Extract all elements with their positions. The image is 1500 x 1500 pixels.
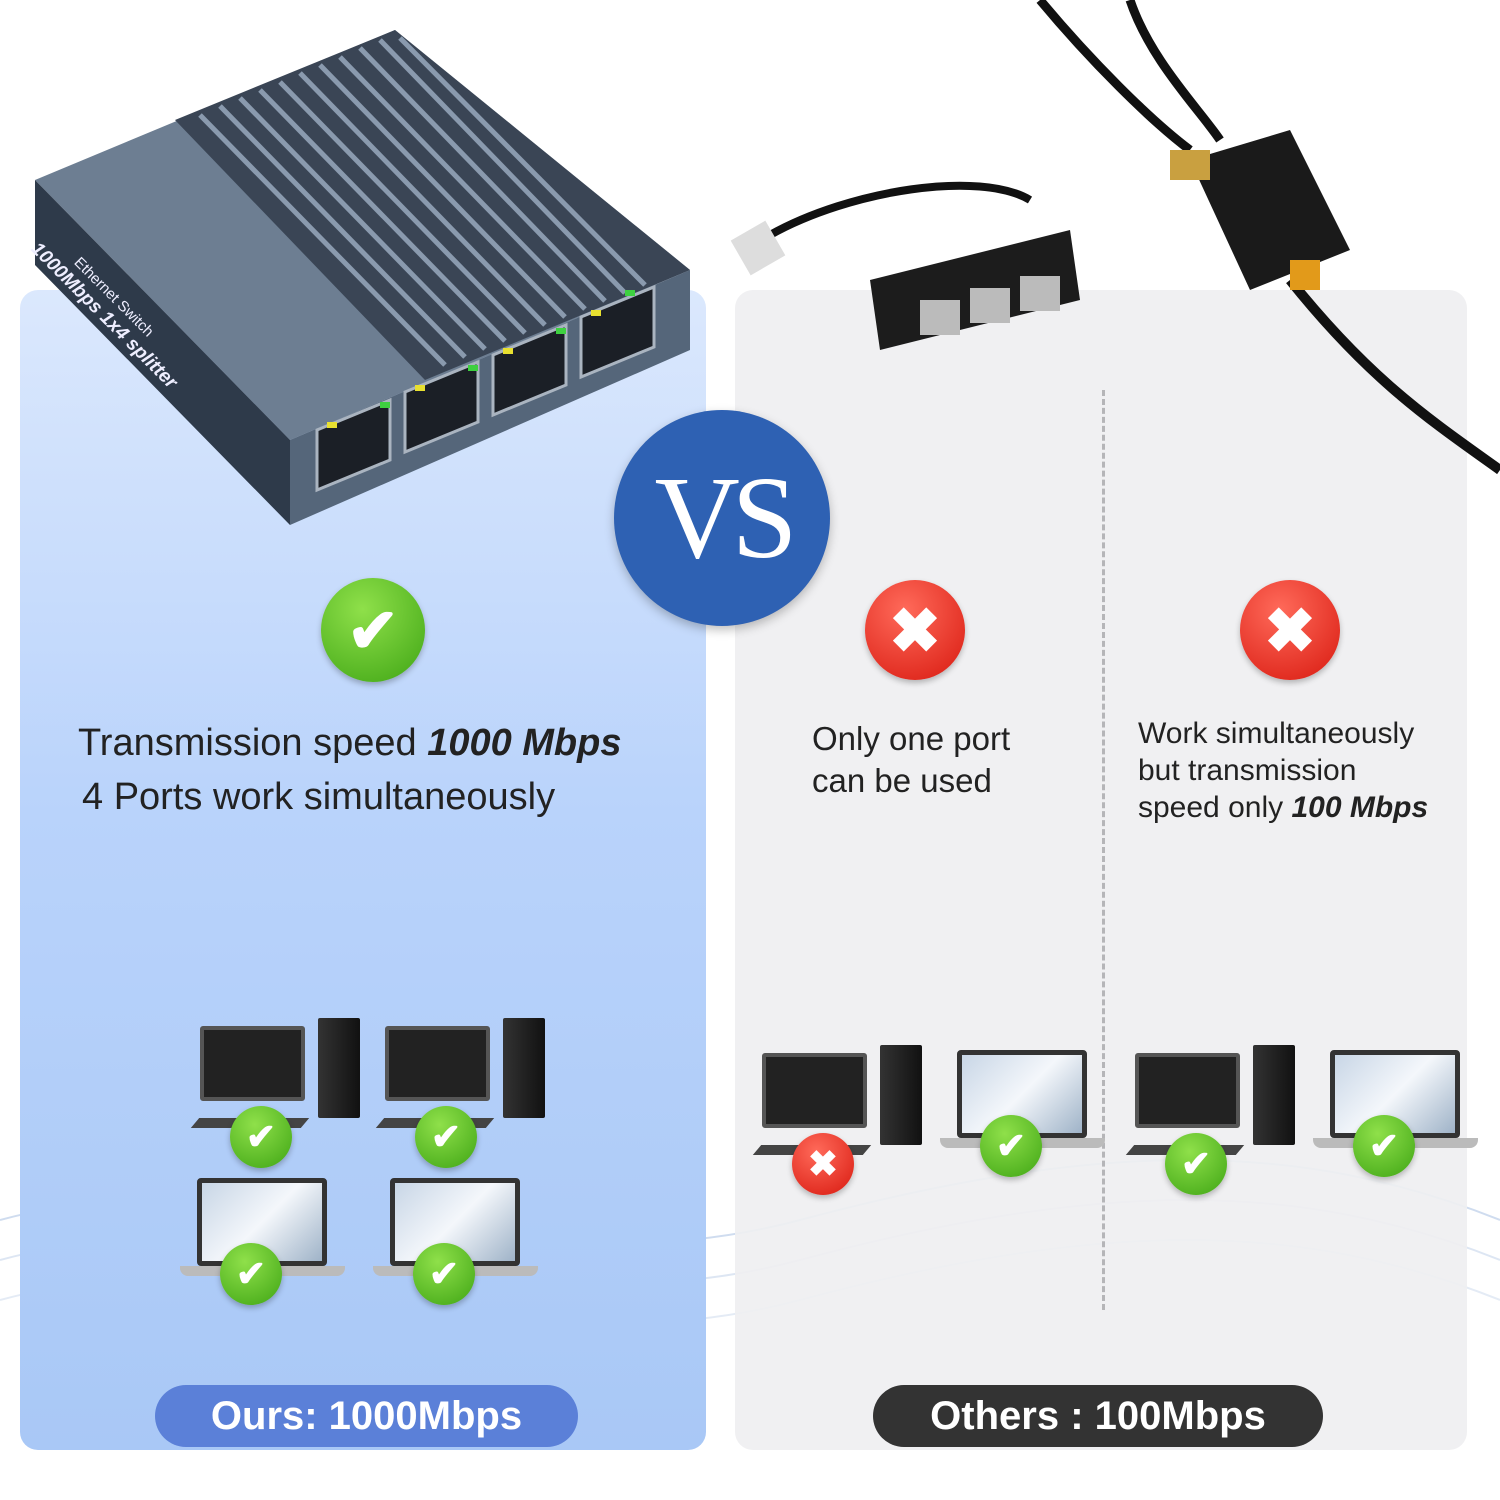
check-icon: ✔ (230, 1106, 292, 1168)
cross-icon: ✖ (792, 1133, 854, 1195)
vs-badge: VS (614, 410, 830, 626)
ours-line2: 4 Ports work simultaneously (82, 776, 556, 818)
others-badge: Others : 100Mbps (873, 1385, 1323, 1447)
other1-line2: can be used (812, 762, 992, 799)
check-icon: ✔ (1353, 1115, 1415, 1177)
ours-line1: Transmission speed (78, 722, 428, 764)
ethernet-switch-image (35, 30, 690, 525)
other2-description: Work simultaneously but transmission spe… (1138, 715, 1428, 826)
cross-icon: ✖ (1240, 580, 1340, 680)
check-icon: ✔ (415, 1106, 477, 1168)
ours-speed: 1000 Mbps (427, 722, 622, 764)
check-icon: ✔ (413, 1243, 475, 1305)
other1-description: Only one port can be used (812, 718, 1010, 802)
other2-line1: Work simultaneously (1138, 717, 1415, 750)
check-icon: ✔ (980, 1115, 1042, 1177)
dashed-divider (1102, 390, 1105, 1310)
check-icon: ✔ (321, 578, 425, 682)
ours-badge: Ours: 1000Mbps (155, 1385, 578, 1447)
other2-line2: but transmission (1138, 754, 1357, 787)
check-icon: ✔ (1165, 1133, 1227, 1195)
other1-line1: Only one port (812, 720, 1011, 757)
ours-description: Transmission speed 1000 Mbps 4 Ports wor… (78, 716, 622, 824)
others-panel (735, 290, 1467, 1450)
check-icon: ✔ (220, 1243, 282, 1305)
splitter-images (730, 0, 1500, 475)
cross-icon: ✖ (865, 580, 965, 680)
other2-line3: speed only (1138, 791, 1292, 824)
other2-speed: 100 Mbps (1291, 791, 1429, 824)
